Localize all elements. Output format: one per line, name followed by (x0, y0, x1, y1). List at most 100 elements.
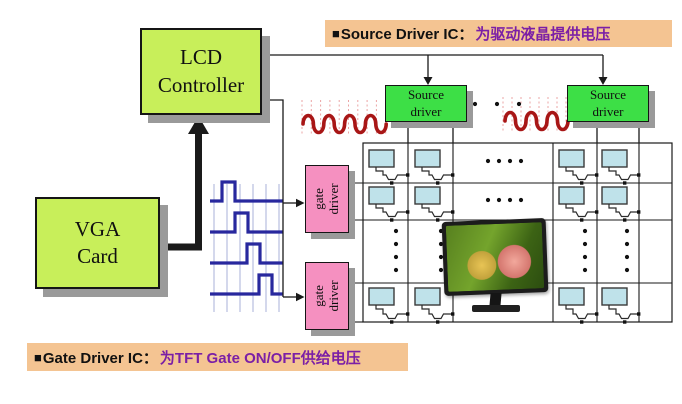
continuation-dots-top (516, 101, 522, 107)
tft-pixel-cell (558, 186, 585, 205)
source-driver-label: Source driver (407, 87, 445, 119)
monitor-base (472, 305, 520, 312)
source-driver-box-right: Source driver (567, 85, 649, 122)
continuation-dots-row (485, 158, 491, 164)
gate-scan-pulse-2 (210, 211, 283, 234)
tft-transistor-symbol (375, 204, 407, 218)
junction-dot (637, 312, 641, 316)
source-driver-label: Source driver (589, 87, 627, 119)
junction-dot (451, 312, 455, 316)
tft-pixel-cell (601, 186, 628, 205)
tft-transistor-symbol (421, 305, 452, 320)
gate-driver-ic-title: Gate Driver IC： (42, 349, 158, 367)
source-signal-waveform-right (503, 110, 570, 132)
vga-card-box: VGA Card (35, 197, 160, 289)
tft-matrix-frame (362, 142, 673, 323)
junction-dot (406, 173, 410, 177)
tft-pixel-cell (414, 186, 441, 205)
gate-driver-box-upper: gate driver (305, 165, 349, 233)
tft-transistor-symbol (375, 167, 407, 181)
junction-dot (580, 181, 584, 185)
tft-pixel-cell (558, 287, 585, 306)
junction-dot (406, 312, 410, 316)
tft-transistor-symbol (565, 167, 596, 181)
continuation-dots-row (496, 197, 502, 203)
continuation-dots-column (624, 228, 630, 234)
junction-dot (595, 210, 599, 214)
gate-scan-pulse-4 (210, 273, 283, 296)
gate-driver-label: gate driver (311, 183, 341, 215)
junction-dot (595, 312, 599, 316)
tft-transistor-symbol (565, 204, 596, 218)
gate-driver-box-lower: gate driver (305, 262, 349, 330)
tft-pixel-cell (368, 287, 395, 306)
continuation-dots-column (624, 241, 630, 247)
gate-branch-arrowhead (296, 198, 305, 208)
gate-branch-arrowhead (296, 292, 305, 302)
gate-scan-pulse-3 (210, 242, 283, 265)
tft-transistor-symbol (375, 305, 407, 320)
continuation-dots-column (624, 267, 630, 273)
gate-driver-ic-banner: ■ Gate Driver IC： 为TFT Gate ON/OFF供给电压 (27, 343, 408, 371)
tft-pixel-cell (414, 287, 441, 306)
source-signal-waveform-left (301, 113, 388, 135)
vga-to-lcd-arrow (160, 133, 202, 251)
junction-dot (436, 320, 440, 324)
junction-dot (595, 173, 599, 177)
lcd-controller-box: LCD Controller (140, 28, 262, 115)
source-driver-ic-description: 为驱动液晶提供电压 (475, 26, 611, 43)
tft-transistor-symbol (421, 204, 452, 218)
black-square-bullet-icon: ■ (34, 349, 42, 365)
source-driver-ic-banner: ■ Source Driver IC： 为驱动液晶提供电压 (325, 20, 672, 47)
junction-dot (436, 181, 440, 185)
junction-dot (637, 173, 641, 177)
lcd-to-gate-trunk (262, 99, 284, 297)
tft-pixel-cell (601, 149, 628, 168)
source-driver-box-left: Source driver (385, 85, 467, 122)
continuation-dots-column (393, 254, 399, 260)
source-drop-arrowhead (423, 77, 433, 85)
continuation-dots-row (485, 197, 491, 203)
vga-card-label: VGA Card (74, 216, 121, 268)
junction-dot (390, 320, 394, 324)
junction-dot (390, 218, 394, 222)
vga-to-lcd-arrowhead (188, 116, 209, 134)
continuation-dots-column (393, 228, 399, 234)
continuation-dots-column (582, 254, 588, 260)
tft-pixel-cell (601, 287, 628, 306)
tft-pixel-cell (558, 149, 585, 168)
lcd-controller-label: LCD Controller (157, 45, 245, 97)
continuation-dots-column (582, 267, 588, 273)
junction-dot (436, 218, 440, 222)
junction-dot (623, 320, 627, 324)
tft-transistor-symbol (608, 204, 638, 218)
junction-dot (406, 210, 410, 214)
junction-dot (580, 218, 584, 222)
source-drop-arrowhead (598, 77, 608, 85)
junction-dot (451, 210, 455, 214)
junction-dot (637, 210, 641, 214)
continuation-dots-column (582, 228, 588, 234)
continuation-dots-top (494, 101, 500, 107)
junction-dot (390, 181, 394, 185)
continuation-dots-column (582, 241, 588, 247)
junction-dot (623, 218, 627, 222)
tft-pixel-cell (414, 149, 441, 168)
junction-dot (623, 181, 627, 185)
gate-scan-pulse-1 (210, 180, 283, 203)
continuation-dots-row (507, 158, 513, 164)
junction-dot (580, 320, 584, 324)
junction-dot (451, 173, 455, 177)
continuation-dots-row (496, 158, 502, 164)
tft-transistor-symbol (608, 167, 638, 181)
continuation-dots-row (507, 197, 513, 203)
source-driver-ic-title: Source Driver IC： (340, 26, 474, 43)
continuation-dots-row (518, 197, 524, 203)
gate-driver-label: gate driver (311, 280, 341, 312)
continuation-dots-column (438, 267, 444, 273)
monitor-screen-fruit-picture (445, 222, 545, 292)
lcd-monitor-image (441, 216, 553, 312)
tft-pixel-cell (368, 149, 395, 168)
black-square-bullet-icon: ■ (332, 26, 340, 41)
